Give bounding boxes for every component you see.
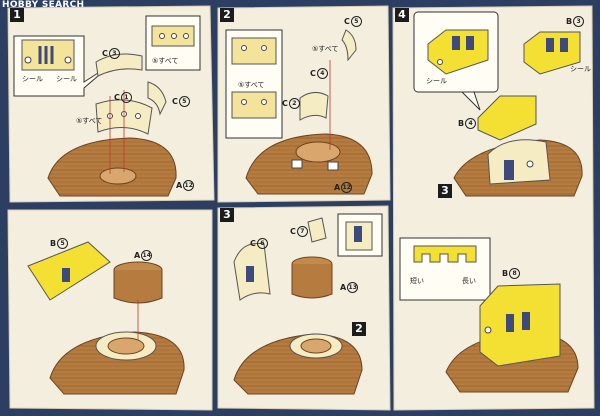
step4-detail-box: [413, 11, 499, 111]
step3-part-c6: [233, 242, 271, 301]
step2-note: ⑤すべて: [312, 45, 339, 53]
step2-note-2: ⑤すべて: [238, 81, 265, 89]
step4-part-b3: [523, 31, 581, 75]
step1-deck: [47, 90, 177, 197]
step2-part-c2: [299, 92, 329, 121]
step-badge-2: 2: [220, 8, 234, 22]
cut-label-long: 長い: [462, 277, 476, 285]
step-badge-4: 4: [395, 8, 409, 22]
step5-deck: [49, 300, 185, 395]
step1-detail-box: [13, 35, 113, 97]
watermark: HOBBY SEARCH: [2, 0, 85, 10]
step-badge-1: 1: [10, 8, 24, 22]
step4-detail-box-2: [399, 237, 491, 301]
step3-deck: [233, 333, 363, 395]
step4-assembly: [453, 139, 583, 197]
step5-part-b5: [27, 241, 111, 301]
step3-part-c7: [307, 217, 327, 243]
step1-note: ⑤すべて: [76, 117, 103, 125]
step4-part-b4: [477, 95, 537, 141]
step2-deck: [245, 60, 373, 195]
step1-seal-tag-1: シール: [22, 75, 43, 83]
step-badge-3: 3: [220, 208, 234, 222]
step1-note-2: ⑤すべて: [152, 57, 179, 65]
step4-seal-tag-2: シール: [570, 65, 591, 73]
sub-badge-2: 2: [352, 322, 366, 336]
step4-assembly-2: [445, 283, 579, 393]
step2-part-c5: [341, 29, 357, 62]
step1-detail-box-right: [145, 15, 201, 71]
step1-seal-tag-2: シール: [56, 75, 77, 83]
step2-detail-box: [225, 29, 283, 139]
step5-part-a14: [113, 261, 163, 304]
sub-badge-3: 3: [438, 184, 452, 198]
cut-label-short: 短い: [410, 277, 424, 285]
step1-part-c5: [147, 81, 167, 116]
step3-part-a13: [291, 256, 333, 299]
step4-seal-tag-1: シール: [426, 77, 447, 85]
step3-detail-box: [337, 213, 383, 257]
